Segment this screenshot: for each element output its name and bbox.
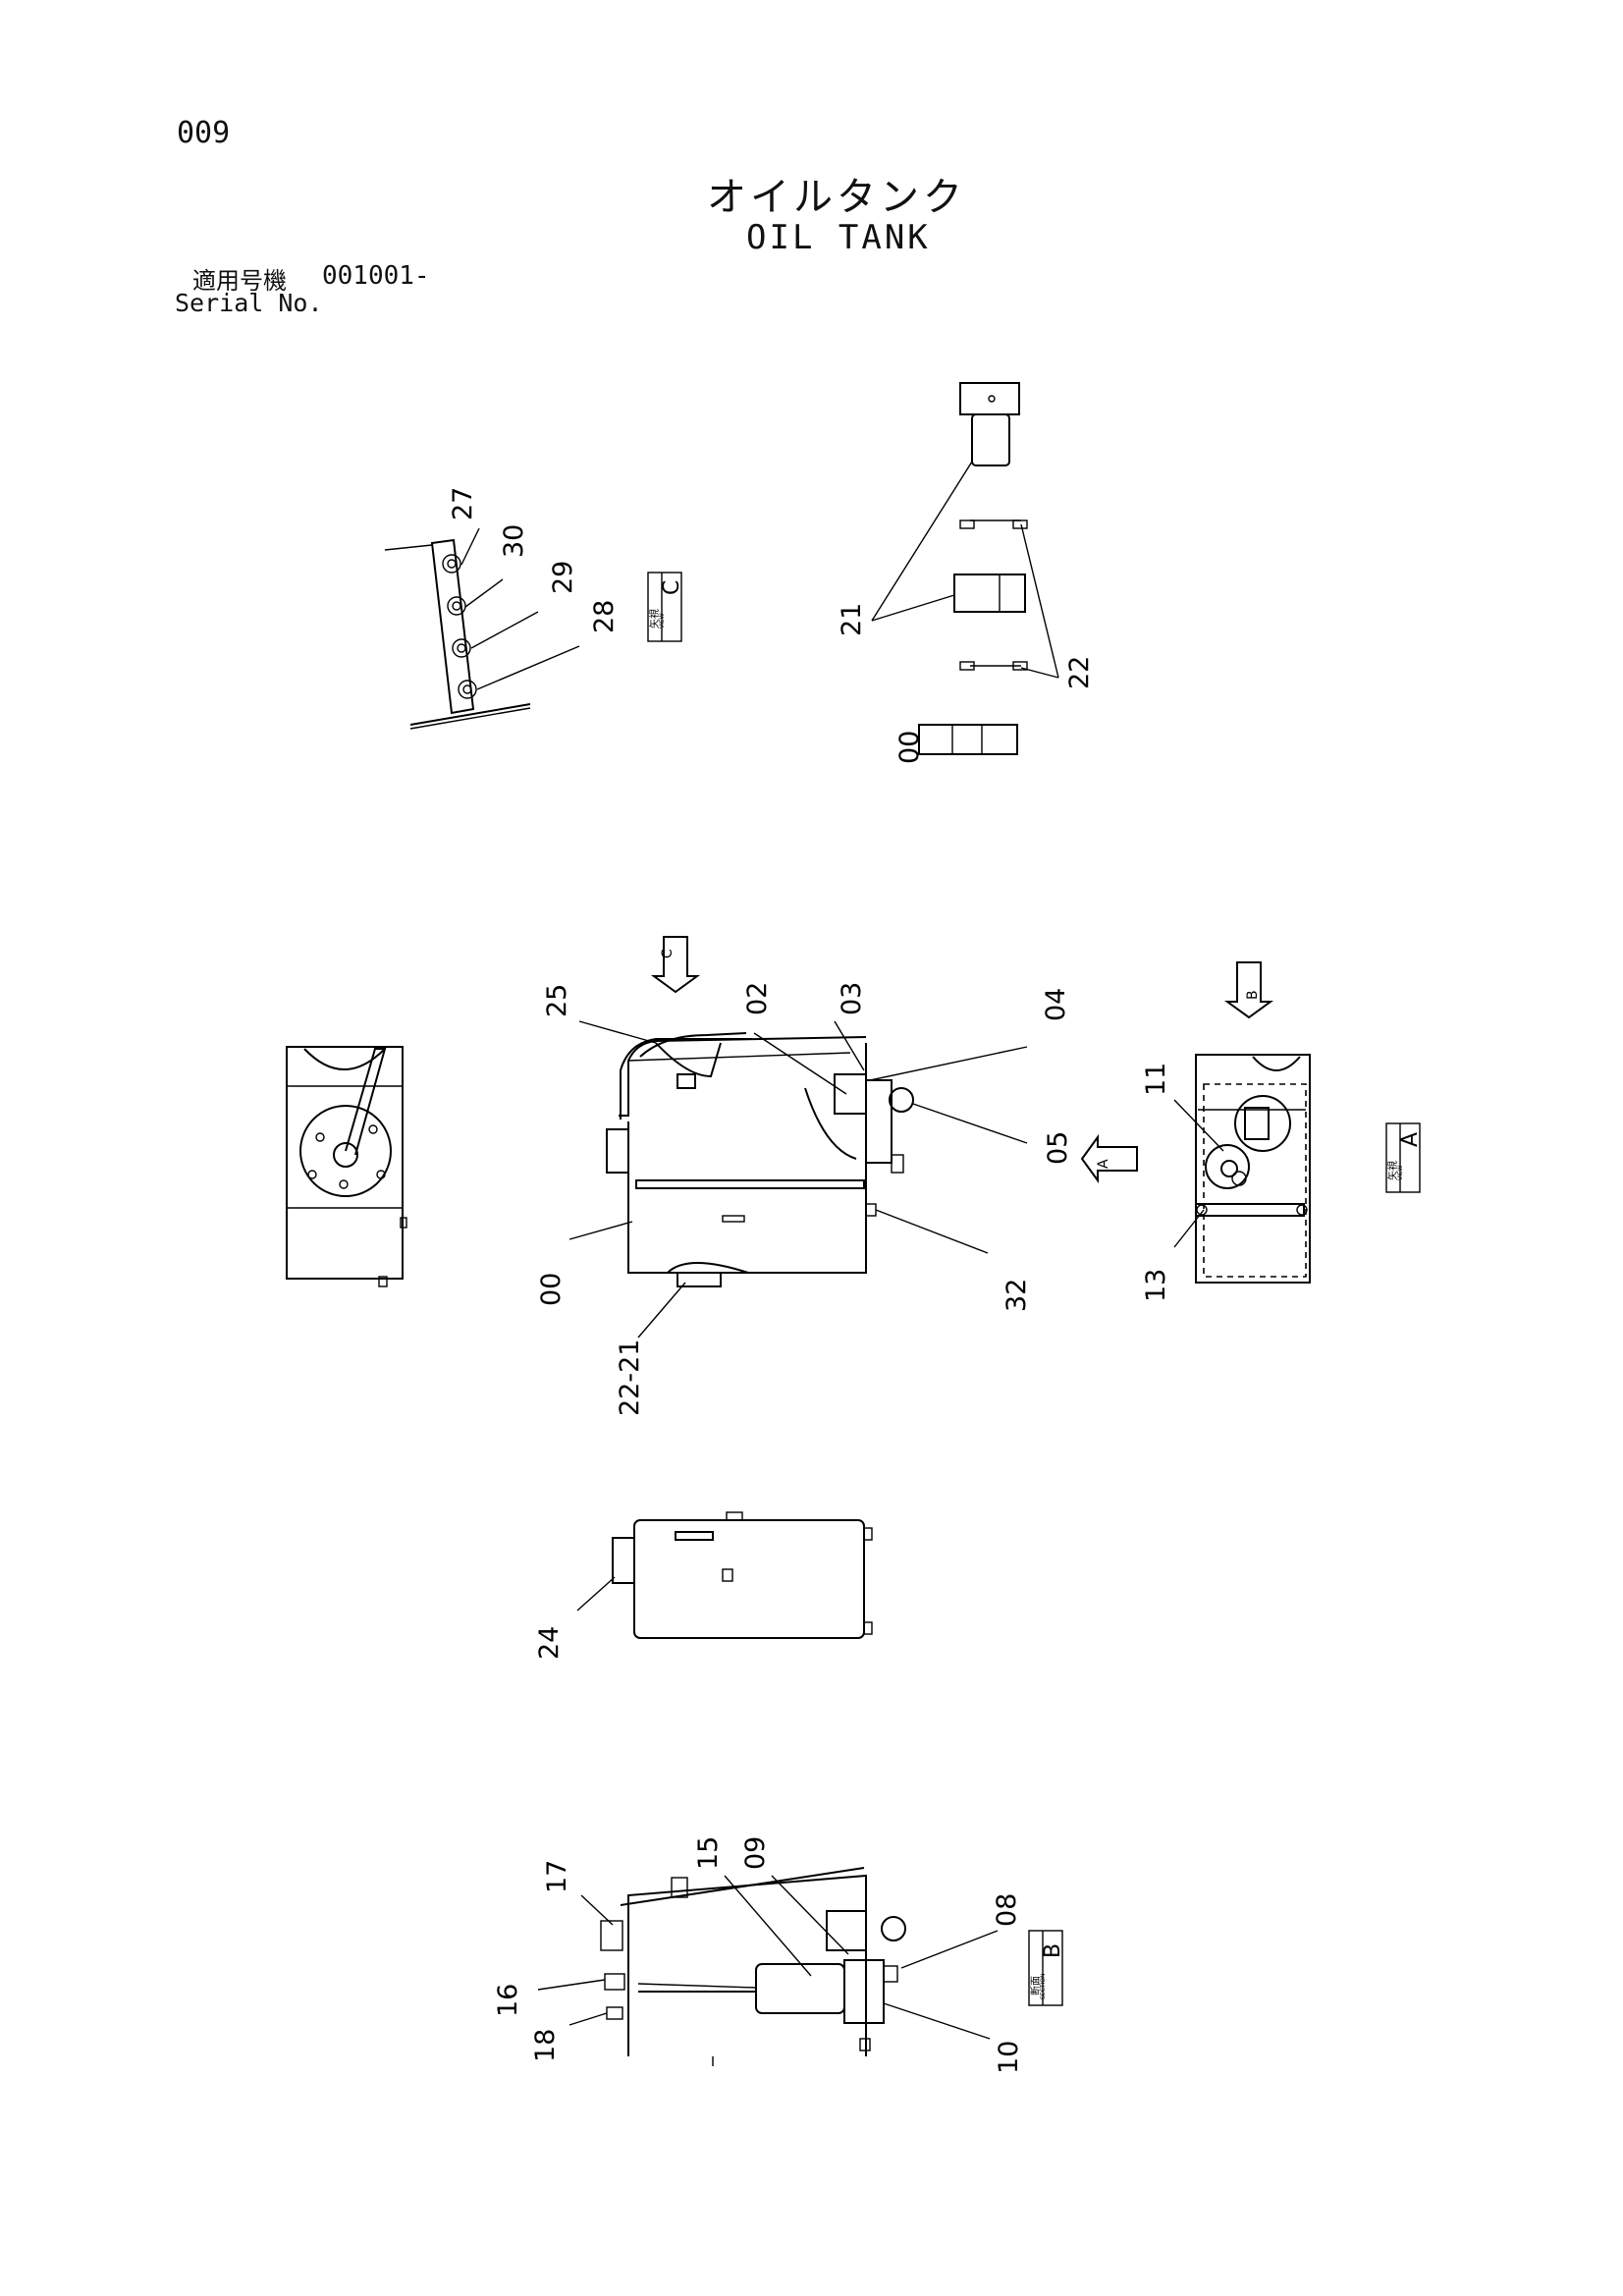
callout-27: 27 (448, 487, 478, 520)
view-a-top-view: 11 13 (1141, 1054, 1311, 1302)
view-arrow-c: C (650, 936, 701, 994)
svg-text:B: B (1245, 990, 1261, 1000)
callout-25: 25 (542, 984, 572, 1017)
callout-08: 08 (992, 1893, 1022, 1927)
serial-label-japanese: 適用号機 (192, 267, 287, 295)
svg-text:C: C (660, 949, 676, 958)
callout-05: 05 (1043, 1131, 1073, 1165)
page-title-english: OIL TANK (746, 218, 931, 257)
section-b-label: 断面 SECTION B (1028, 1930, 1065, 2006)
page-number: 009 (177, 116, 231, 150)
view-a-label: 矢視 VIEW A (1385, 1122, 1423, 1193)
callout-30: 30 (499, 524, 529, 558)
callout-16: 16 (493, 1984, 523, 2017)
callout-22-21: 22-21 (615, 1339, 645, 1416)
svg-text:A: A (1398, 1132, 1423, 1147)
svg-text:A: A (1096, 1159, 1111, 1169)
callout-04: 04 (1041, 988, 1071, 1021)
bottom-view: 24 (534, 1511, 873, 1660)
callout-24: 24 (534, 1626, 565, 1660)
exploded-parts-21-22: 21 22 00 (837, 382, 1095, 764)
callout-15: 15 (693, 1836, 724, 1870)
callout-00-top: 00 (894, 731, 925, 764)
callout-02: 02 (742, 982, 773, 1015)
callout-18: 18 (530, 2029, 561, 2062)
callout-03: 03 (837, 982, 867, 1015)
callout-29: 29 (548, 561, 578, 594)
main-front-view: 25 02 03 04 05 32 00 22-21 (536, 982, 1073, 1416)
callout-28: 28 (589, 600, 620, 633)
callout-17: 17 (542, 1860, 572, 1893)
svg-text:VIEW: VIEW (659, 613, 666, 629)
left-side-view (286, 1046, 407, 1287)
callout-22: 22 (1064, 656, 1095, 689)
svg-text:C: C (660, 580, 684, 595)
page-title-japanese: オイルタンク (707, 175, 966, 220)
section-b-view: 17 15 09 08 10 16 18 (493, 1836, 1024, 2074)
view-arrow-b: B (1223, 961, 1274, 1019)
svg-text:VIEW: VIEW (1397, 1165, 1404, 1180)
serial-range: 001001- (322, 261, 430, 291)
callout-09: 09 (740, 1836, 771, 1870)
svg-text:断面: 断面 (1029, 1976, 1042, 1995)
callout-32: 32 (1001, 1279, 1032, 1312)
callout-13: 13 (1141, 1269, 1171, 1302)
svg-text:SECTION: SECTION (1040, 1974, 1047, 1999)
svg-text:矢視: 矢視 (1386, 1161, 1399, 1180)
serial-label-english: Serial No. (175, 289, 323, 317)
view-arrow-a: A (1080, 1133, 1138, 1184)
callout-21: 21 (837, 603, 867, 636)
callout-00: 00 (536, 1273, 567, 1306)
callout-11: 11 (1141, 1063, 1171, 1096)
svg-text:B: B (1041, 1943, 1065, 1958)
view-c-label: 矢視 VIEW C (647, 572, 684, 642)
svg-text:矢視: 矢視 (648, 609, 661, 629)
view-c-bracket-detail: 27 30 29 28 (384, 487, 620, 730)
callout-10: 10 (994, 2041, 1024, 2074)
